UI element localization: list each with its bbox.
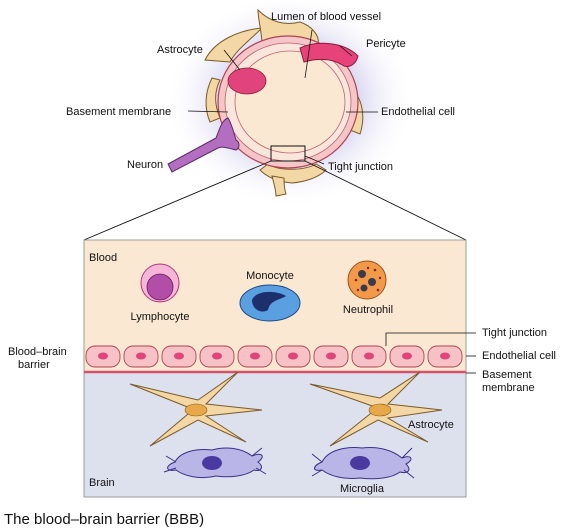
label-lumen: Lumen of blood vessel bbox=[271, 11, 381, 23]
endothelial-row bbox=[85, 345, 463, 368]
endothelial-nucleus bbox=[227, 67, 267, 95]
label-microglia: Microglia bbox=[340, 483, 385, 495]
neuron-shape bbox=[167, 117, 240, 173]
tight-junction-box bbox=[270, 145, 306, 162]
figure-caption: The blood–brain barrier (BBB) bbox=[4, 511, 204, 528]
label-neuron: Neuron bbox=[127, 159, 163, 171]
neutrophil-cell bbox=[347, 260, 387, 300]
label-lymphocyte: Lymphocyte bbox=[131, 311, 190, 323]
label-tight-junction-top: Tight junction bbox=[328, 161, 393, 173]
label-astrocyte-top: Astrocyte bbox=[157, 44, 203, 56]
label-basement-membrane-top: Basement membrane bbox=[66, 106, 171, 118]
label-neutrophil: Neutrophil bbox=[343, 304, 393, 316]
label-brain: Brain bbox=[89, 477, 115, 489]
vessel-lumen bbox=[234, 50, 346, 154]
label-endothelial-cell-top: Endothelial cell bbox=[381, 106, 455, 118]
label-bbb-line1: Blood–brain bbox=[8, 346, 67, 358]
label-pericyte: Pericyte bbox=[366, 38, 406, 50]
label-endothelial-cell: Endothelial cell bbox=[482, 350, 556, 362]
label-blood: Blood bbox=[89, 252, 117, 264]
brain-region bbox=[84, 372, 466, 497]
label-bbb-line2: barrier bbox=[18, 359, 50, 371]
label-astrocyte: Astrocyte bbox=[408, 419, 454, 431]
label-basement-line2: membrane bbox=[482, 382, 535, 394]
label-tight-junction: Tight junction bbox=[482, 327, 547, 339]
label-monocyte: Monocyte bbox=[246, 270, 294, 282]
label-basement-line1: Basement bbox=[482, 369, 532, 381]
